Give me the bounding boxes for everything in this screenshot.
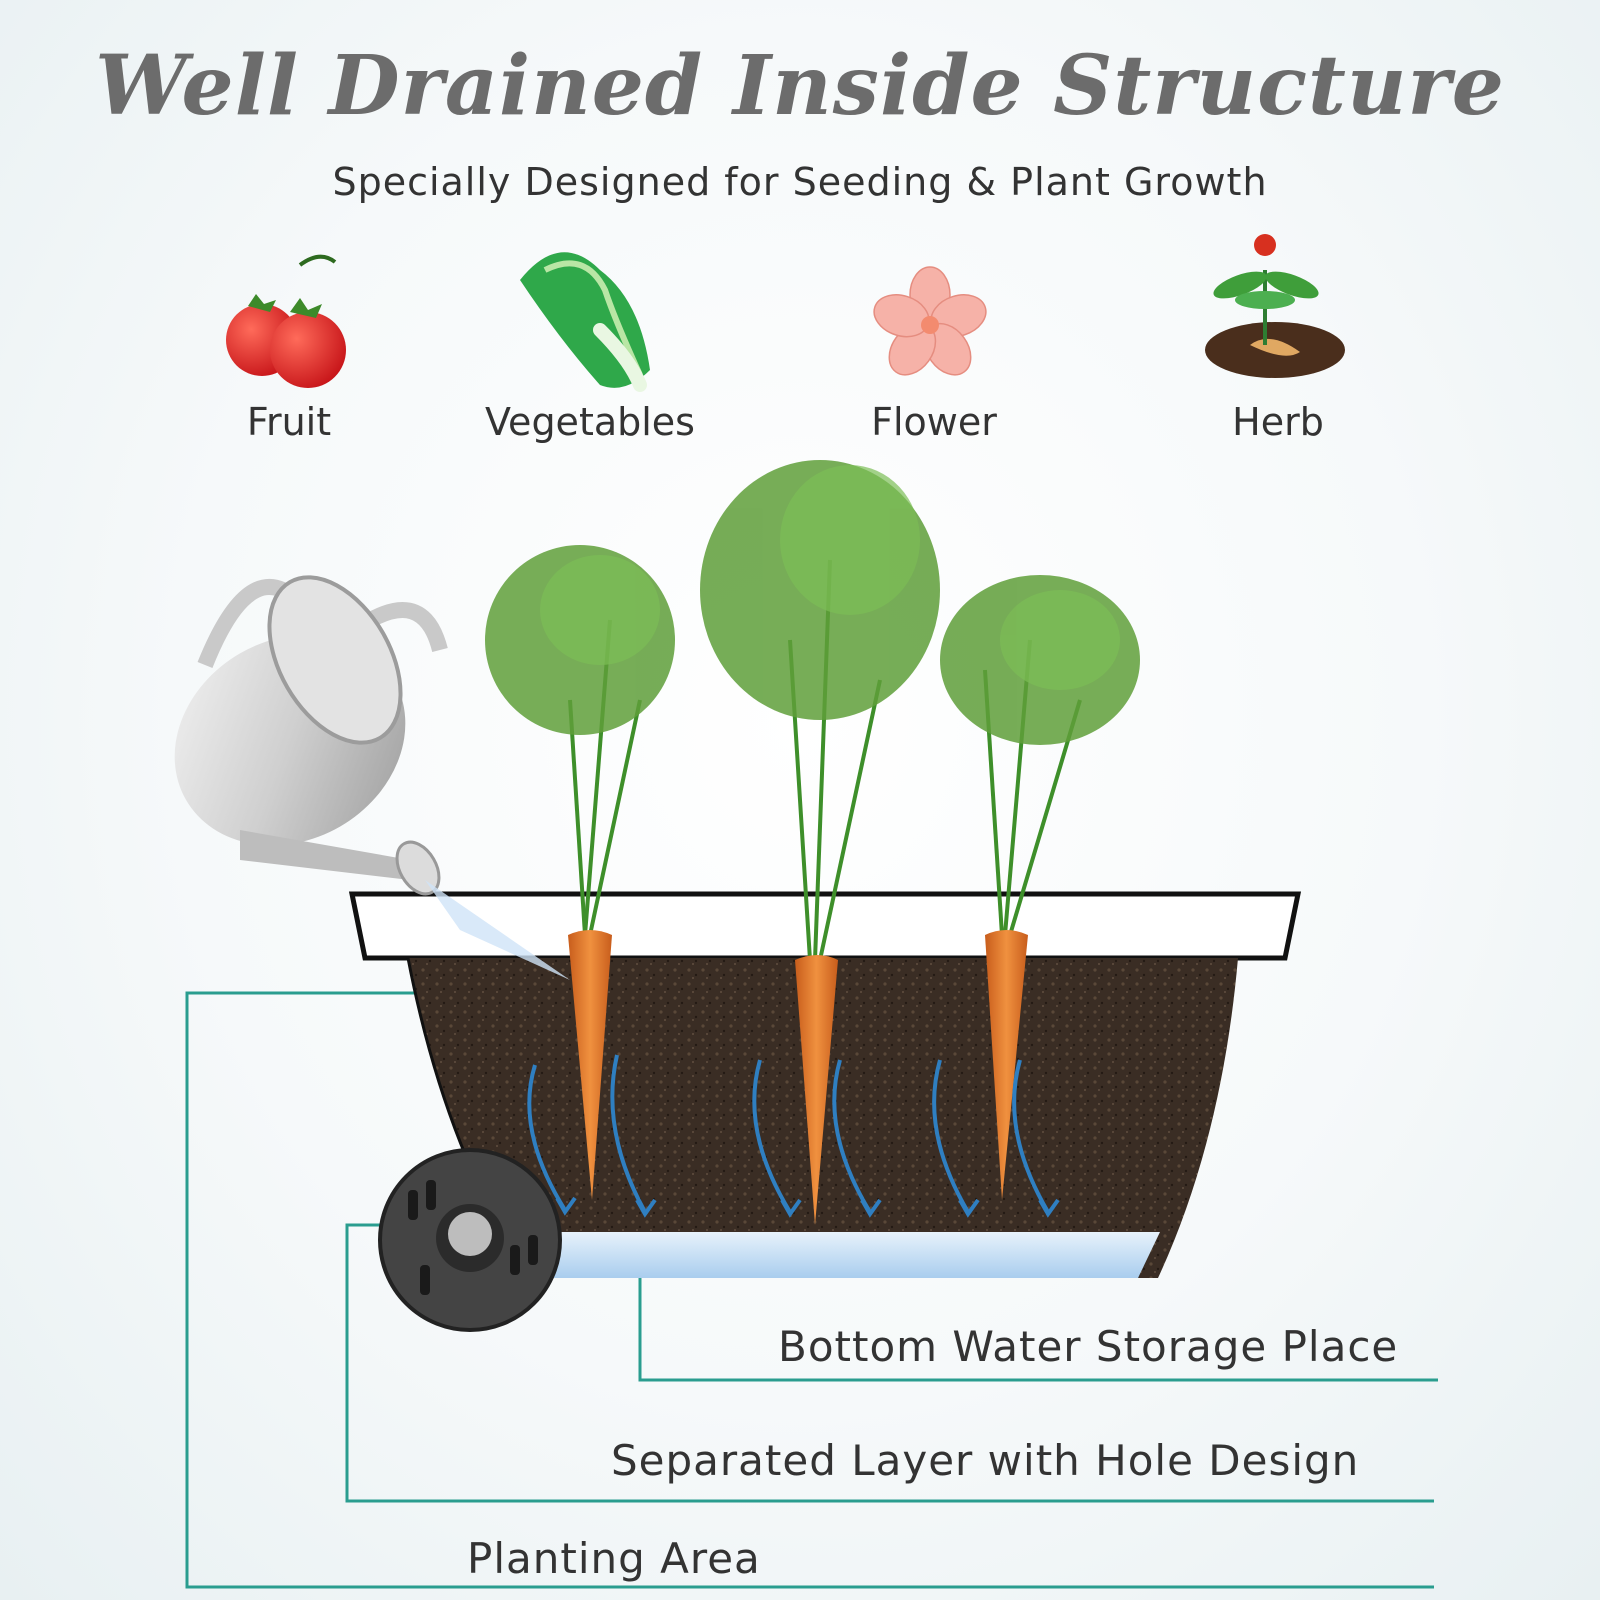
category-label-fruit: Fruit (246, 400, 332, 444)
water-reservoir (530, 1232, 1160, 1278)
category-label-flower: Flower (871, 400, 997, 444)
callout-planting-area: Planting Area (467, 1534, 761, 1583)
ginseng-herb-icon (1205, 234, 1345, 378)
page-title: Well Drained Inside Structure (95, 38, 1505, 134)
drainage-arrows (527, 1054, 1060, 1218)
callout-separated-layer: Separated Layer with Hole Design (611, 1436, 1360, 1485)
category-label-vegetables: Vegetables (485, 400, 695, 444)
carrot-plants (485, 460, 1140, 1225)
drain-hole-insert (378, 1148, 562, 1332)
leader-lines (185, 991, 1438, 1589)
tomato-icon (226, 254, 346, 388)
bok-choy-icon (520, 252, 650, 392)
watering-can (174, 575, 570, 980)
category-label-herb: Herb (1232, 400, 1324, 444)
flower-icon (873, 266, 987, 376)
callout-water-storage: Bottom Water Storage Place (778, 1322, 1399, 1371)
page-subtitle: Specially Designed for Seeding & Plant G… (332, 160, 1268, 204)
